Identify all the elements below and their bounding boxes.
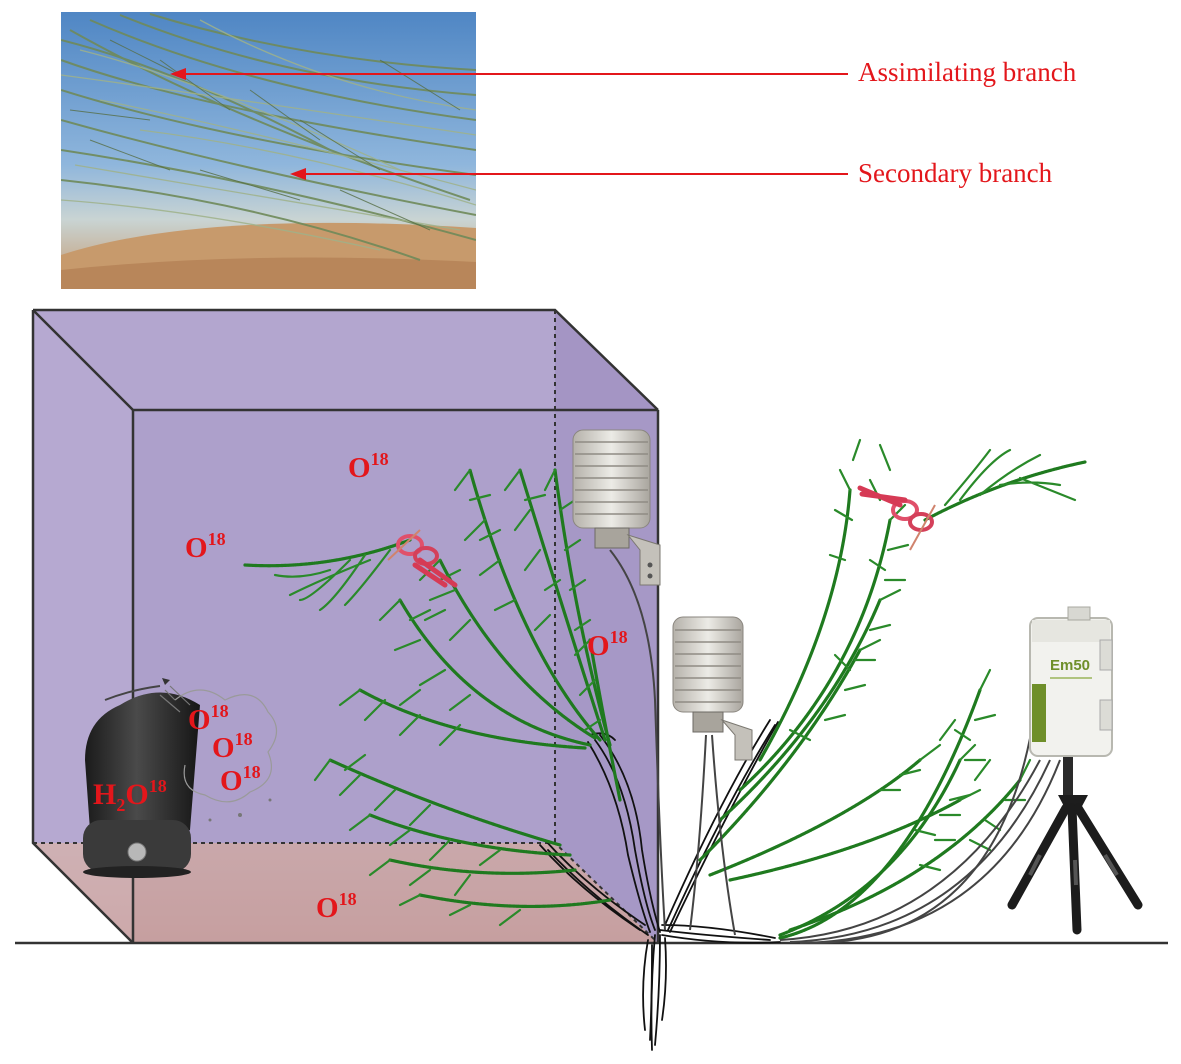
tie-knot-icon [857,485,936,551]
isotope-label: O18 [587,627,628,662]
isotope-label: O18 [316,889,357,924]
isotope-labels: O18 O18 O18 O18 O18 O18 O18 [185,449,628,924]
sensor-cables [609,549,1061,944]
em50-data-logger: Em50 [1029,606,1113,757]
logger-brand-strip [1032,684,1046,742]
air-temp-humidity-sensor-2 [672,616,753,761]
labeled-branch-right [857,448,1087,551]
isotope-label: O18 [212,729,253,764]
tripod [1007,755,1143,935]
plant-branches-left [313,468,622,927]
plant-branches-right [698,438,1032,940]
humidifier-label: H2O18 [93,776,167,815]
secondary-branch-callout: Secondary branch [290,158,1053,188]
chamber-front-wall [133,410,658,943]
labeled-branch-left [243,529,458,612]
plant-roots [642,934,667,1051]
isotope-label: O18 [185,529,226,564]
tie-knot-icon [387,529,458,588]
assimilating-branch-callout: Assimilating branch [170,57,1077,87]
arrowhead-icon [290,168,306,180]
humidifier: H2O18 [83,678,200,878]
secondary-branch-label: Secondary branch [858,158,1053,188]
isotope-label: O18 [348,449,389,484]
branch-photo [61,12,476,289]
isotope-label: O18 [188,701,229,736]
arrowhead-icon [170,68,186,80]
mist-cloud [159,685,278,822]
assimilating-branch-label: Assimilating branch [858,57,1077,87]
logger-model-label: Em50 [1050,657,1090,674]
air-temp-humidity-sensor-1 [572,429,661,586]
isotope-label: O18 [220,762,261,797]
